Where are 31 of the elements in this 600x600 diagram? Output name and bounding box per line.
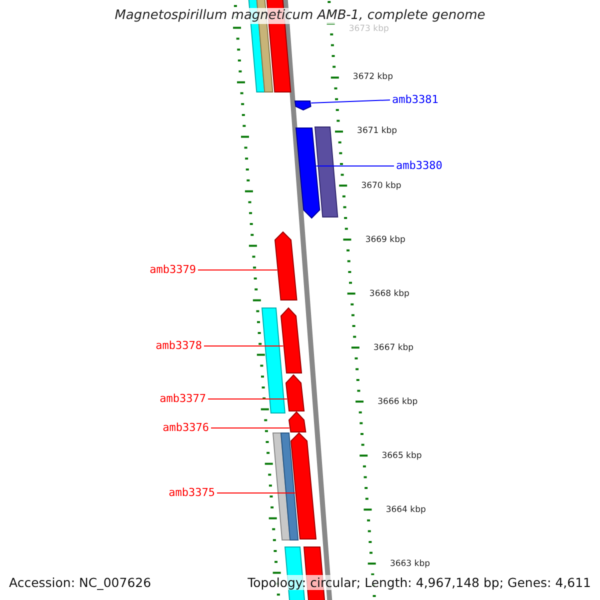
- gene-label: amb3380: [396, 158, 442, 174]
- position-label: 3666 kbp: [378, 397, 418, 408]
- leader-line: [310, 100, 390, 104]
- gene-feature: [288, 411, 306, 432]
- gene-feature: [261, 308, 286, 414]
- footer-text: Topology: circular; Length: 4,967,148 bp; Genes: 4,611: [248, 575, 591, 590]
- position-label: 3668 kbp: [369, 289, 410, 300]
- leader-line: [216, 492, 296, 494]
- position-label: 3667 kbp: [374, 343, 414, 354]
- position-label: 3671 kbp: [357, 126, 398, 137]
- position-label: 3669 kbp: [365, 235, 406, 246]
- position-label: 3670 kbp: [361, 181, 402, 192]
- gene-feature: [294, 100, 312, 111]
- gene-feature: [274, 231, 298, 300]
- position-label: 3663 kbp: [390, 559, 430, 570]
- gene-feature: [280, 432, 299, 540]
- gene-feature: [314, 126, 338, 218]
- position-label: 3665 kbp: [382, 451, 422, 462]
- position-label: 3672 kbp: [352, 72, 393, 83]
- gene-feature: [280, 307, 302, 374]
- gene-label: amb3376: [162, 420, 209, 436]
- gene-label: amb3377: [160, 391, 206, 407]
- leader-line: [208, 398, 288, 400]
- gene-label: amb3375: [168, 485, 215, 501]
- position-label: 3673 kbp: [348, 24, 389, 35]
- gene-label: amb3378: [156, 338, 202, 354]
- position-label: 3664 kbp: [386, 505, 426, 516]
- footer-text: Accession: NC_007626: [9, 575, 152, 590]
- gene-feature: [295, 128, 320, 219]
- gene-label: amb3381: [392, 92, 438, 108]
- gene-label: amb3379: [150, 262, 196, 278]
